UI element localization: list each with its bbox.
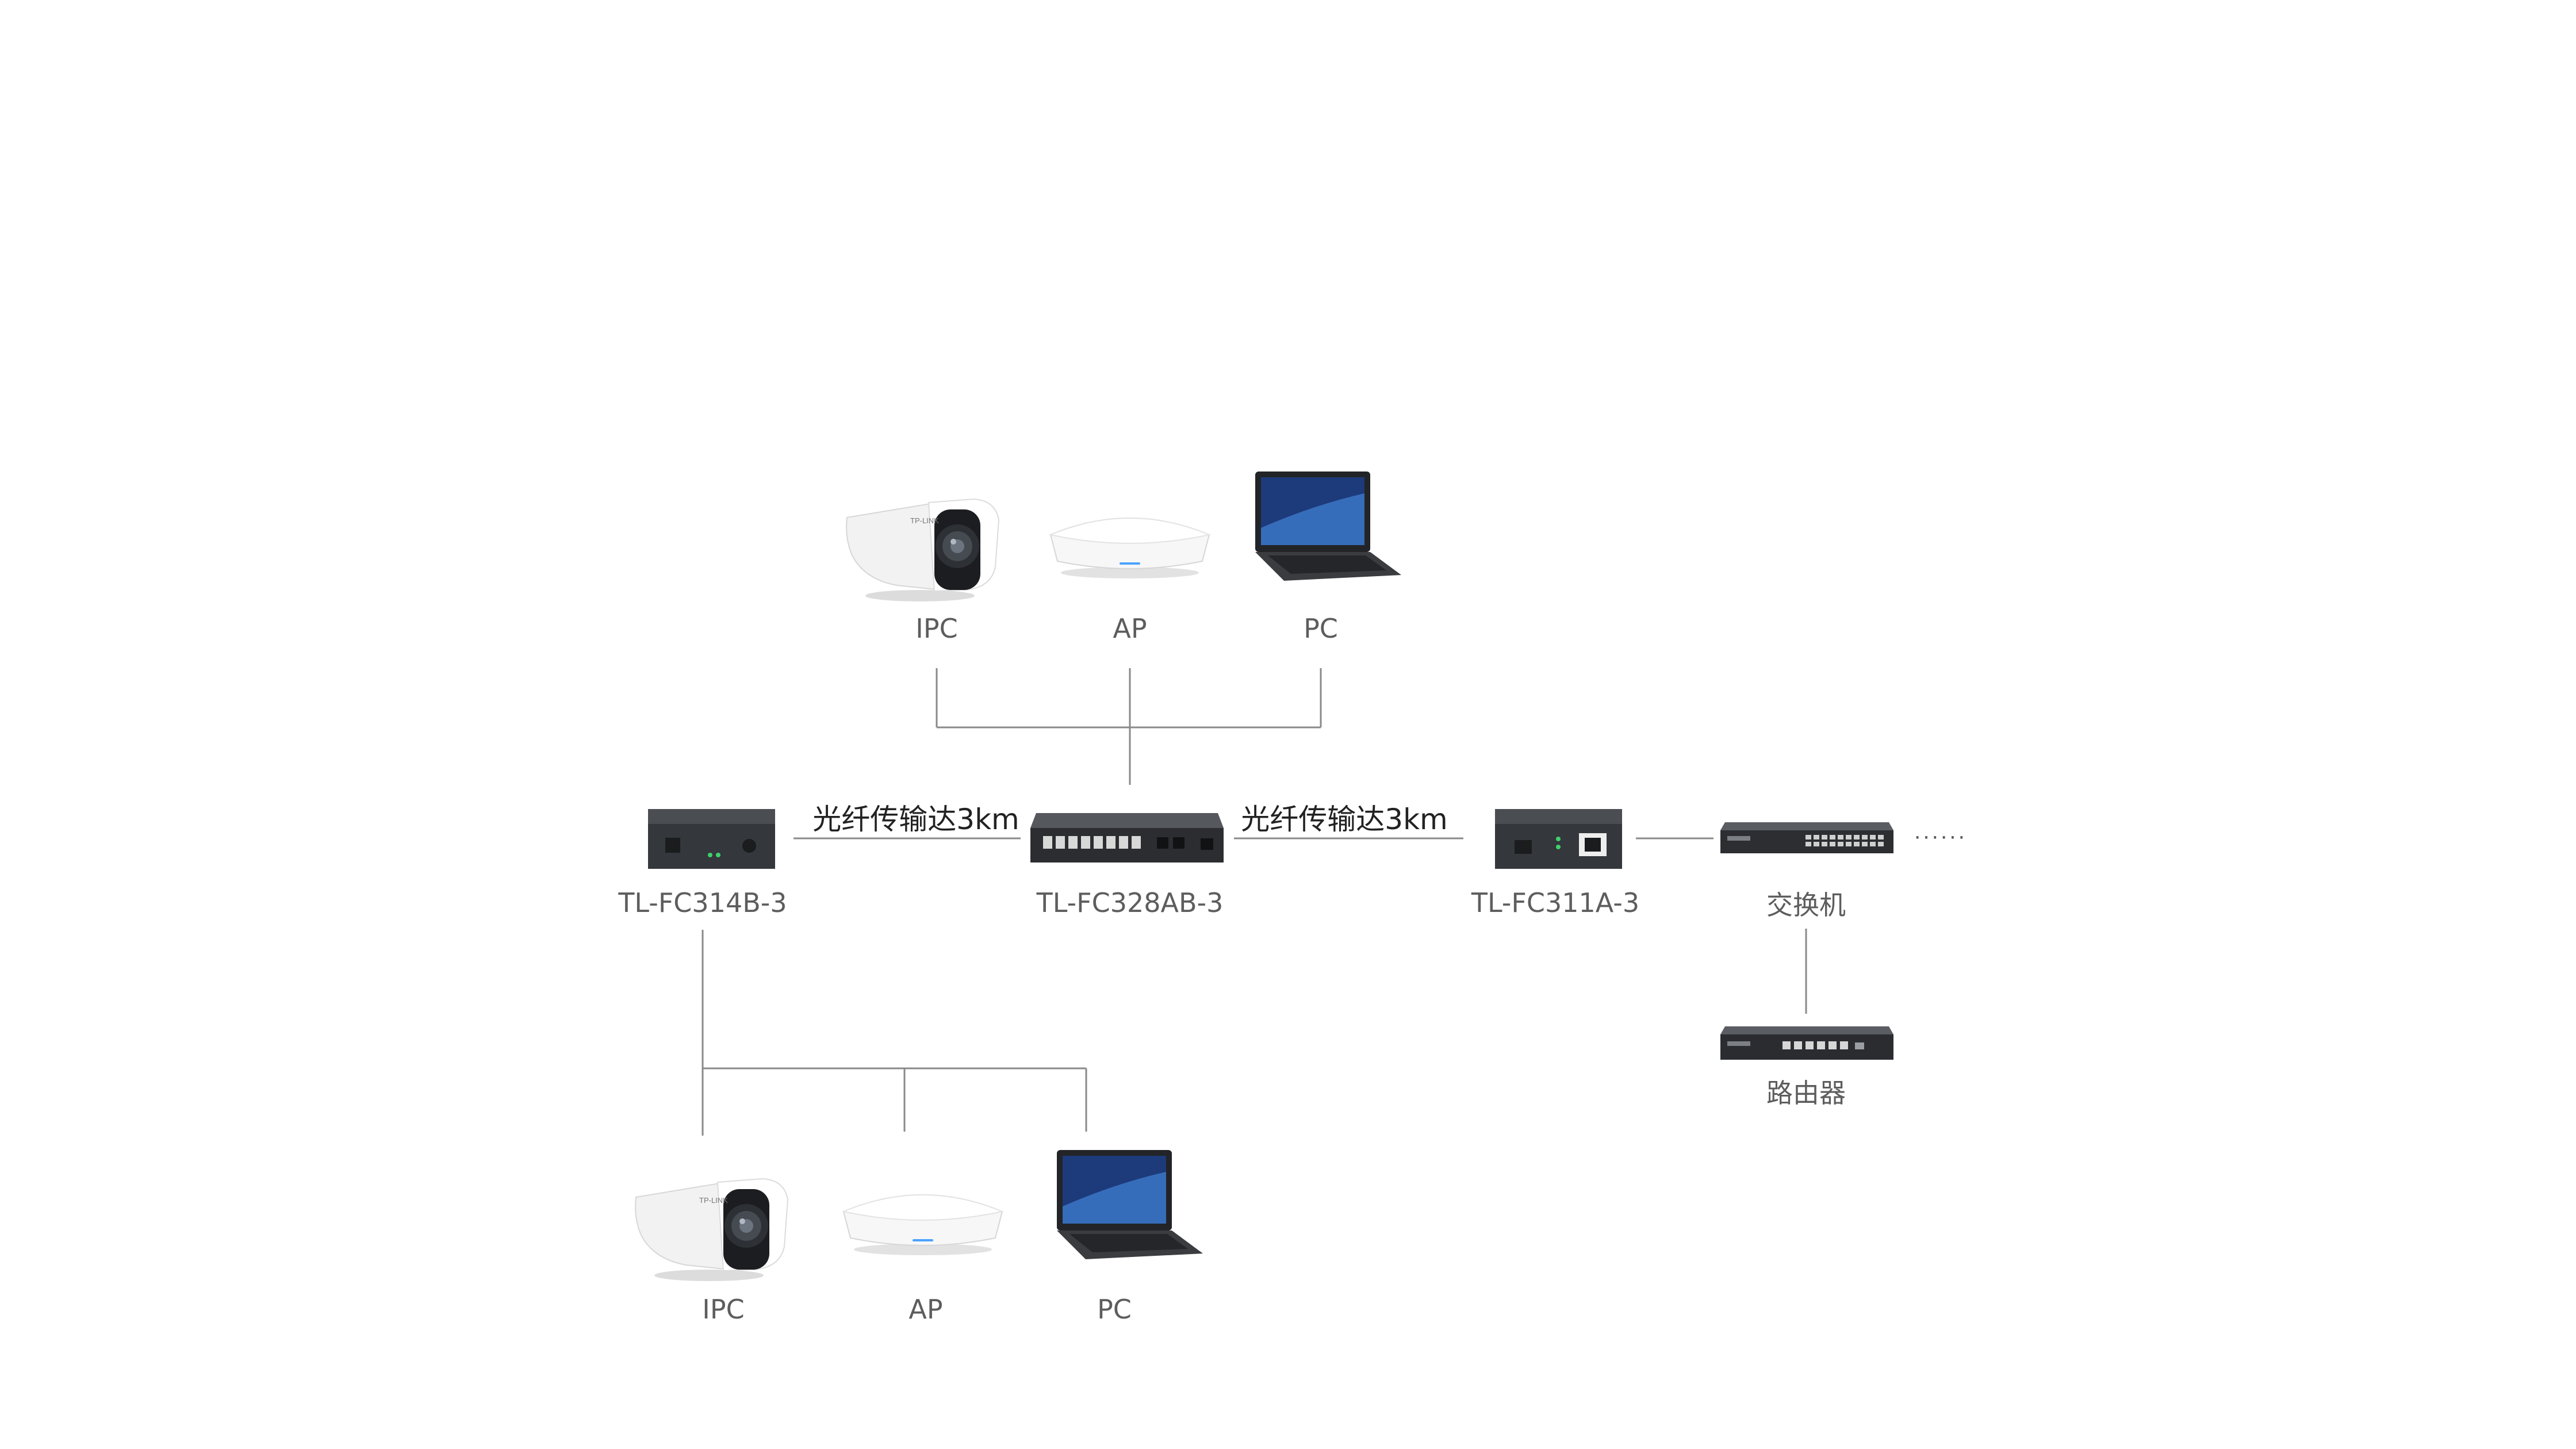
fiber-label-right: 光纤传输达3km	[1241, 803, 1448, 836]
camera-brand-text: TP-LINK	[910, 516, 939, 525]
camera-shadow	[865, 590, 975, 601]
switch-icon	[1720, 822, 1893, 853]
switch-sfp-ports	[1157, 837, 1184, 849]
access-point-icon	[841, 1194, 1005, 1255]
fiber-label-left: 光纤传输达3km	[812, 803, 1019, 836]
laptop-keyboard	[1268, 555, 1386, 574]
converter-dc-jack	[742, 839, 756, 853]
camera-shadow	[654, 1270, 764, 1281]
bottom-pc-label: PC	[1097, 1294, 1132, 1325]
converter-sfp-port	[665, 838, 680, 853]
top-ap-label: AP	[1113, 613, 1147, 644]
switch-ports	[1805, 835, 1884, 846]
ap-led	[1120, 562, 1140, 565]
camera-brand-text: TP-LINK	[699, 1196, 728, 1205]
left-device-label: TL-FC314B-3	[618, 887, 787, 918]
router-console-port	[1855, 1042, 1864, 1049]
converter-top	[648, 809, 775, 824]
converter-top	[1495, 809, 1622, 824]
poe-switch-icon	[1030, 813, 1224, 862]
media-converter-right-icon	[1495, 809, 1622, 869]
camera-body	[635, 1181, 746, 1271]
camera-lens-glint	[950, 539, 956, 545]
laptop-pc-icon	[1057, 1150, 1203, 1259]
laptop-keyboard	[1070, 1234, 1188, 1252]
router-label: 路由器	[1766, 1078, 1846, 1109]
switch-logo-plate	[1727, 836, 1750, 841]
continuation-dots: ······	[1914, 823, 1966, 849]
camera-body	[846, 501, 957, 591]
ap-top	[841, 1194, 1005, 1221]
access-point-icon	[1048, 518, 1212, 578]
switch-label: 交换机	[1766, 890, 1846, 921]
switch-top	[1030, 813, 1224, 828]
center-device-label: TL-FC328AB-3	[1036, 887, 1224, 918]
ipc-camera-icon: TP-LINK	[635, 1178, 789, 1281]
converter-led-2	[716, 853, 720, 857]
router-logo-plate	[1727, 1041, 1750, 1046]
top-pc-label: PC	[1304, 613, 1338, 644]
converter-sfp-port	[1515, 840, 1532, 854]
router-ports	[1782, 1041, 1848, 1049]
camera-lens-glint	[739, 1218, 745, 1224]
switch-top	[1720, 822, 1893, 830]
ap-shadow	[1061, 567, 1199, 578]
right-device-label: TL-FC311A-3	[1471, 887, 1640, 918]
converter-led-2	[1556, 845, 1561, 849]
ap-led	[913, 1239, 933, 1241]
bottom-ipc-label: IPC	[702, 1294, 745, 1325]
laptop-pc-icon	[1255, 471, 1401, 581]
converter-rj45-hole	[1585, 838, 1601, 852]
converter-led-1	[1556, 837, 1561, 841]
top-ipc-label: IPC	[915, 613, 958, 644]
router-top	[1720, 1026, 1893, 1034]
ap-top	[1048, 518, 1212, 544]
converter-led-1	[708, 853, 712, 857]
switch-power	[1201, 838, 1213, 850]
laptop-screen-glow	[1261, 493, 1364, 545]
switch-ports	[1043, 836, 1141, 849]
ipc-camera-icon: TP-LINK	[846, 498, 1000, 601]
bottom-ap-label: AP	[908, 1294, 943, 1325]
router-icon	[1720, 1026, 1893, 1060]
media-converter-left-icon	[648, 809, 775, 869]
laptop-screen-glow	[1063, 1172, 1166, 1224]
ap-shadow	[854, 1244, 992, 1255]
